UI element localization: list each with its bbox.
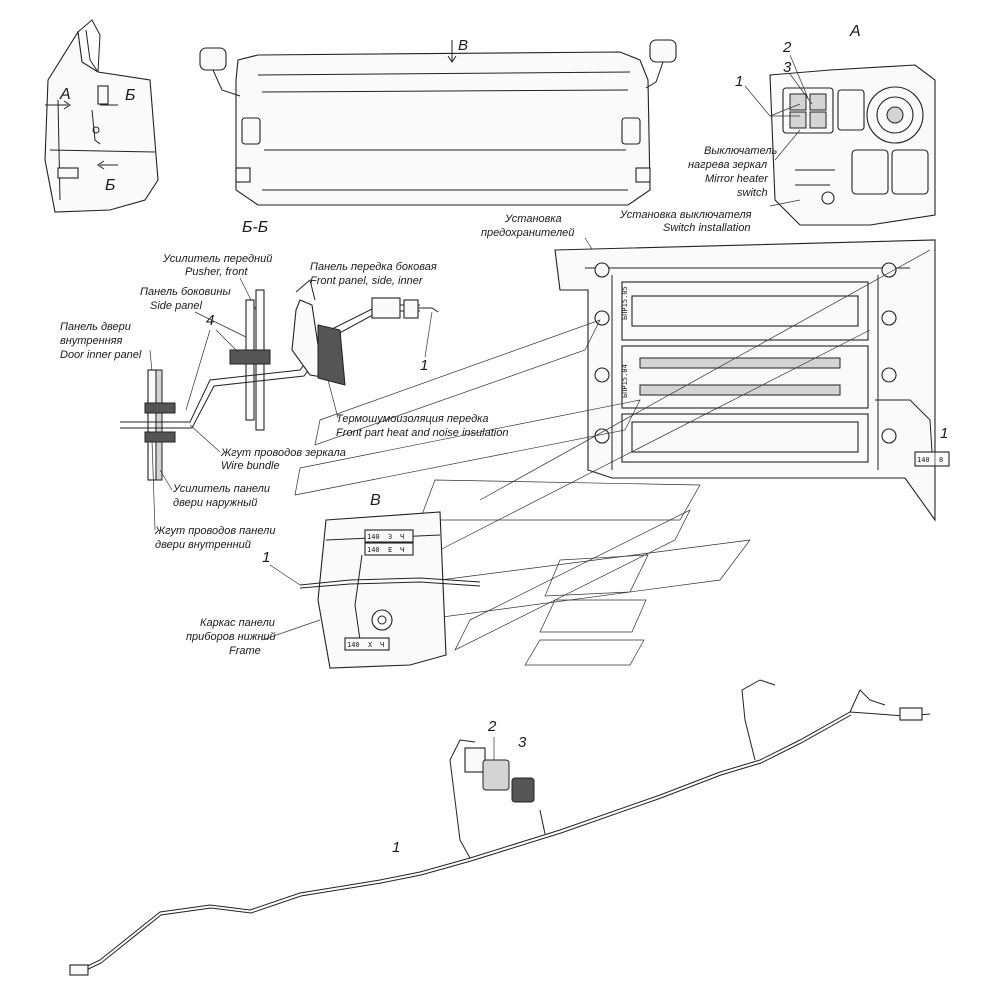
section-title: Б-Б [242,219,268,236]
door-inner-label-ru-2: внутренняя [60,335,123,347]
wire-harness: 2 3 1 [69,679,931,976]
front-panel-view: В Б-Б [199,37,677,236]
side-panel-label-ru: Панель боковины [140,286,231,298]
mirror-switch-label-en-2: switch [737,187,768,199]
fuse-tag-index: 8 [939,456,943,464]
fuse-install-label-ru-1: Установка [504,213,562,225]
svg-text:140: 140 [367,533,380,541]
svg-text:Е: Е [388,546,392,554]
svg-text:Ч: Ч [400,546,404,554]
callout-2-detail-a: 2 [782,39,792,56]
front-panel-label-ru: Панель передка боковая [310,261,437,273]
mirror-switch-label-en-1: Mirror heater [705,173,769,185]
callout-4-section: 4 [206,312,214,329]
svg-text:Х: Х [368,641,373,649]
wire-tag-row3: 140 Х Ч [344,637,390,651]
pusher-label-en: Pusher, front [185,266,248,278]
detail-a-title: А [849,23,861,40]
mirror-switch-label-ru-2: нагрева зеркал [688,159,767,171]
svg-text:Ч: Ч [400,533,404,541]
fuse-row [639,357,841,396]
callout-3-detail-a: 3 [783,59,792,76]
wire-bundle-label-en: Wire bundle [221,460,280,472]
front-panel-label-en: Front panel, side, inner [310,275,424,287]
view-v-marker: В [458,37,468,54]
insulation-label-ru: Термошумоизоляция передка [336,413,489,425]
cab-side-view: А Б Б [44,19,159,213]
frame-label-ru-2: приборов нижний [186,631,276,643]
side-panel-label-en: Side panel [150,300,203,312]
door-outer-label-ru-2: двери наружный [173,497,257,509]
frame-label-ru-1: Каркас панели [200,617,275,629]
detail-a-switch-panel: А 2 3 1 Выключатель нагрева зеркал Mirro… [619,23,936,234]
door-harness-label-ru-1: Жгут проводов панели [154,525,275,537]
door-inner-label-ru-1: Панель двери [60,321,131,333]
detail-v-title: В [370,492,381,509]
fuse-tag-code: 140 [917,456,930,464]
door-inner-label-en: Door inner panel [60,349,142,361]
svg-text:Ч: Ч [380,641,384,649]
switch-install-label-ru: Установка выключателя [619,209,752,221]
frame-label-en: Frame [229,645,261,657]
fuse-install-label-ru-2: предохранителей [481,227,574,239]
mirror-switch-label-ru-1: Выключатель [704,145,778,157]
callout-1-harness: 1 [392,839,400,856]
callout-2-harness: 2 [487,718,497,735]
fuse-block-1-label: БПР15.05 [621,286,629,320]
insulation-label-en: Front part heat and noise insulation [336,427,508,439]
callout-1-detail-v: 1 [262,549,270,566]
callout-1-fuse: 1 [940,425,948,442]
view-b-marker-top: Б [125,87,135,104]
svg-text:140: 140 [367,546,380,554]
fuse-installation: Установка предохранителей БПР15.05 БПР15… [481,213,950,522]
switch-install-label-en: Switch installation [663,222,750,234]
wire-tag-row2: 140 Е Ч [364,542,414,556]
detail-v-frame: В 140 3 Ч 140 Е Ч 140 Х Ч 1 Каркас панел… [186,492,481,669]
svg-text:140: 140 [347,641,360,649]
door-harness-label-ru-2: двери внутренний [155,539,251,551]
door-outer-label-ru-1: Усилитель панели [172,483,270,495]
wire-bundle-label-ru: Жгут проводов зеркала [220,447,346,459]
callout-1-detail-a: 1 [735,73,743,90]
callout-3-harness: 3 [518,734,527,751]
wire-tag-row1: 140 3 Ч [364,529,414,543]
fuse-block-2-label: БПР15.04 [621,364,629,398]
section-b-b: Усилитель передний Pusher, front Панель … [60,253,508,551]
callout-1-section: 1 [420,357,428,374]
view-b-marker-bottom: Б [105,177,115,194]
pusher-label-ru: Усилитель передний [162,253,272,265]
view-a-marker: А [59,86,71,103]
svg-text:3: 3 [388,533,392,541]
